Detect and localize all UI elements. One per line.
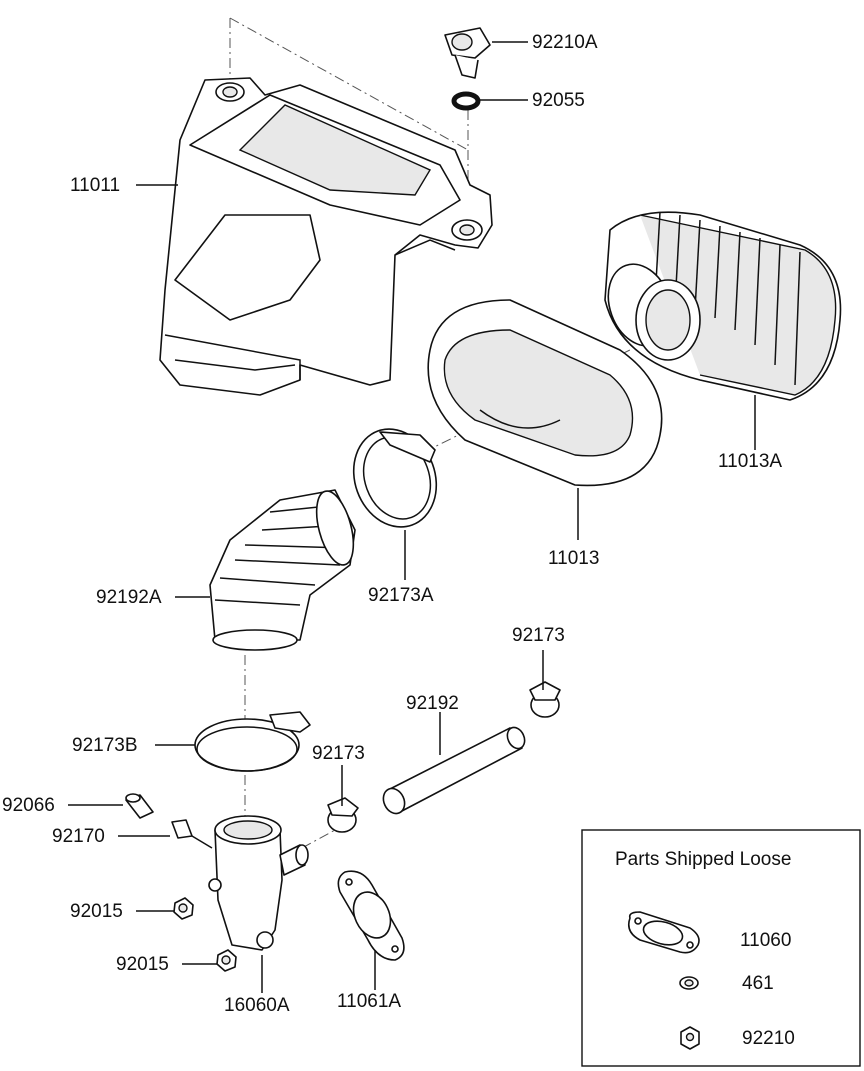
cap-92066	[125, 793, 154, 819]
label-92015-lower: 92015	[116, 954, 169, 975]
label-11013: 11013	[548, 548, 600, 569]
label-92015-upper: 92015	[70, 901, 123, 922]
nut-92015-lower	[216, 949, 237, 972]
hose-clamp-92173-mid	[327, 797, 359, 833]
nut-92210	[680, 1026, 700, 1050]
label-11060: 11060	[740, 930, 792, 951]
label-11011: 11011	[70, 175, 121, 196]
pre-cleaner-11013	[427, 299, 663, 487]
label-92210: 92210	[742, 1028, 795, 1049]
label-11013A: 11013A	[718, 451, 783, 472]
label-461: 461	[742, 973, 774, 994]
label-92170: 92170	[52, 826, 105, 847]
parts-shipped-loose-title: Parts Shipped Loose	[615, 849, 792, 870]
filter-element-11013A	[604, 211, 842, 401]
carburetor-adapter-16060A	[208, 815, 309, 951]
label-92173-top: 92173	[512, 625, 565, 646]
label-92192A: 92192A	[96, 587, 162, 608]
hose-clamp-92173A	[352, 428, 438, 528]
label-92066: 92066	[2, 795, 55, 816]
label-92055: 92055	[532, 90, 585, 111]
knob-nut-92210A	[444, 27, 491, 79]
label-92210A: 92210A	[532, 32, 598, 53]
breather-hose-92192	[382, 726, 526, 815]
label-92173B: 92173B	[72, 735, 138, 756]
gasket-11060	[627, 911, 700, 954]
label-92173-mid: 92173	[312, 743, 365, 764]
o-ring-92055	[451, 91, 481, 111]
label-92192: 92192	[406, 693, 459, 714]
elbow-hose-92192A	[209, 489, 356, 651]
nut-92015-upper	[173, 897, 194, 920]
parts-shipped-loose-box	[581, 829, 861, 1067]
clip-92170	[171, 819, 213, 849]
label-92173A: 92173A	[368, 585, 434, 606]
label-16060A: 16060A	[224, 995, 290, 1016]
label-11061A: 11061A	[337, 991, 402, 1012]
hose-clamp-92173B	[194, 711, 311, 772]
washer-461	[679, 976, 699, 990]
hose-clamp-92173-top	[529, 681, 561, 718]
gasket-11061A	[337, 870, 405, 961]
air-cleaner-cover-11011	[159, 77, 493, 396]
